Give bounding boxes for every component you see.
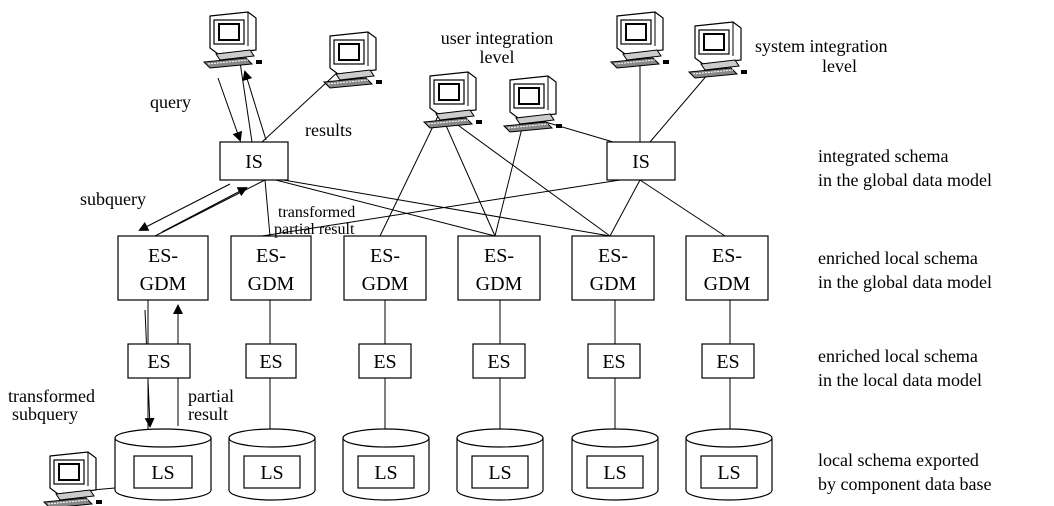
flow-labels: query results subquery transformed parti… xyxy=(8,92,355,424)
svg-text:ES-: ES- xyxy=(256,245,286,267)
svg-text:ES: ES xyxy=(602,351,625,373)
user-computer-icon xyxy=(43,451,103,506)
svg-text:GDM: GDM xyxy=(476,273,523,295)
partial-result-label: partial xyxy=(188,386,234,406)
database-cylinder: LS xyxy=(228,428,316,501)
svg-text:GDM: GDM xyxy=(704,273,751,295)
integrated-schema-nodes: IS IS xyxy=(219,141,676,181)
svg-text:ES-: ES- xyxy=(370,245,400,267)
svg-text:GDM: GDM xyxy=(140,273,187,295)
svg-text:in the global data model: in the global data model xyxy=(818,170,992,190)
svg-text:GDM: GDM xyxy=(248,273,295,295)
svg-text:in the global data model: in the global data model xyxy=(818,272,992,292)
svg-text:LS: LS xyxy=(603,462,626,484)
svg-text:in the local data model: in the local data model xyxy=(818,370,982,390)
user-computer-icon xyxy=(323,31,383,89)
integrated-schema-description: integrated schema xyxy=(818,146,948,166)
svg-text:level: level xyxy=(822,56,857,76)
ls-description: local schema exported xyxy=(818,450,979,470)
svg-text:LS: LS xyxy=(374,462,397,484)
ls-databases: LS LS LS LS LS xyxy=(114,428,773,501)
database-cylinder: LS xyxy=(456,428,544,501)
svg-text:LS: LS xyxy=(717,462,740,484)
svg-text:partial result: partial result xyxy=(274,221,355,238)
svg-text:ES-: ES- xyxy=(712,245,742,267)
transformed-subquery-label: transformed xyxy=(8,386,95,406)
es-nodes: ES ES ES ES ES ES xyxy=(127,343,755,379)
svg-text:GDM: GDM xyxy=(362,273,409,295)
svg-text:ES-: ES- xyxy=(598,245,628,267)
svg-text:ES: ES xyxy=(487,351,510,373)
svg-text:ES: ES xyxy=(373,351,396,373)
svg-text:level: level xyxy=(480,47,515,67)
query-label: query xyxy=(150,92,191,112)
es-description: enriched local schema xyxy=(818,346,978,366)
results-label: results xyxy=(305,120,352,140)
svg-text:ES: ES xyxy=(716,351,739,373)
database-cylinder: LS xyxy=(114,428,212,501)
user-computer-icon xyxy=(610,11,670,69)
svg-text:ES: ES xyxy=(259,351,282,373)
svg-text:ES-: ES- xyxy=(148,245,178,267)
es-gdm-nodes: ES- GDM ES- GDM ES- GDM ES- GDM ES- GDM … xyxy=(117,235,769,301)
svg-text:ES: ES xyxy=(147,351,170,373)
database-cylinder: LS xyxy=(685,428,773,501)
system-integration-level-label: system integration xyxy=(755,36,887,56)
user-computer-icon xyxy=(423,71,483,129)
subquery-label: subquery xyxy=(80,189,146,209)
user-computer-icon xyxy=(203,11,263,69)
user-computer-icon xyxy=(503,75,563,133)
es-gdm-description: enriched local schema xyxy=(818,248,978,268)
svg-text:LS: LS xyxy=(260,462,283,484)
transformed-partial-result-label: transformed xyxy=(278,204,355,221)
is-node-label: IS xyxy=(632,151,650,173)
level-descriptions: integrated schema in the global data mod… xyxy=(818,146,992,494)
svg-text:result: result xyxy=(188,404,228,424)
svg-text:by component data base: by component data base xyxy=(818,474,991,494)
database-cylinder: LS xyxy=(571,428,659,501)
user-integration-level-label: user integration xyxy=(441,28,553,48)
user-computer-icon xyxy=(688,21,748,79)
svg-text:LS: LS xyxy=(151,462,174,484)
svg-text:ES-: ES- xyxy=(484,245,514,267)
is-node-label: IS xyxy=(245,151,263,173)
database-cylinder: LS xyxy=(342,428,430,501)
svg-text:subquery: subquery xyxy=(12,404,78,424)
integration-level-labels: user integration level system integratio… xyxy=(441,28,888,76)
svg-text:LS: LS xyxy=(488,462,511,484)
svg-text:GDM: GDM xyxy=(590,273,637,295)
